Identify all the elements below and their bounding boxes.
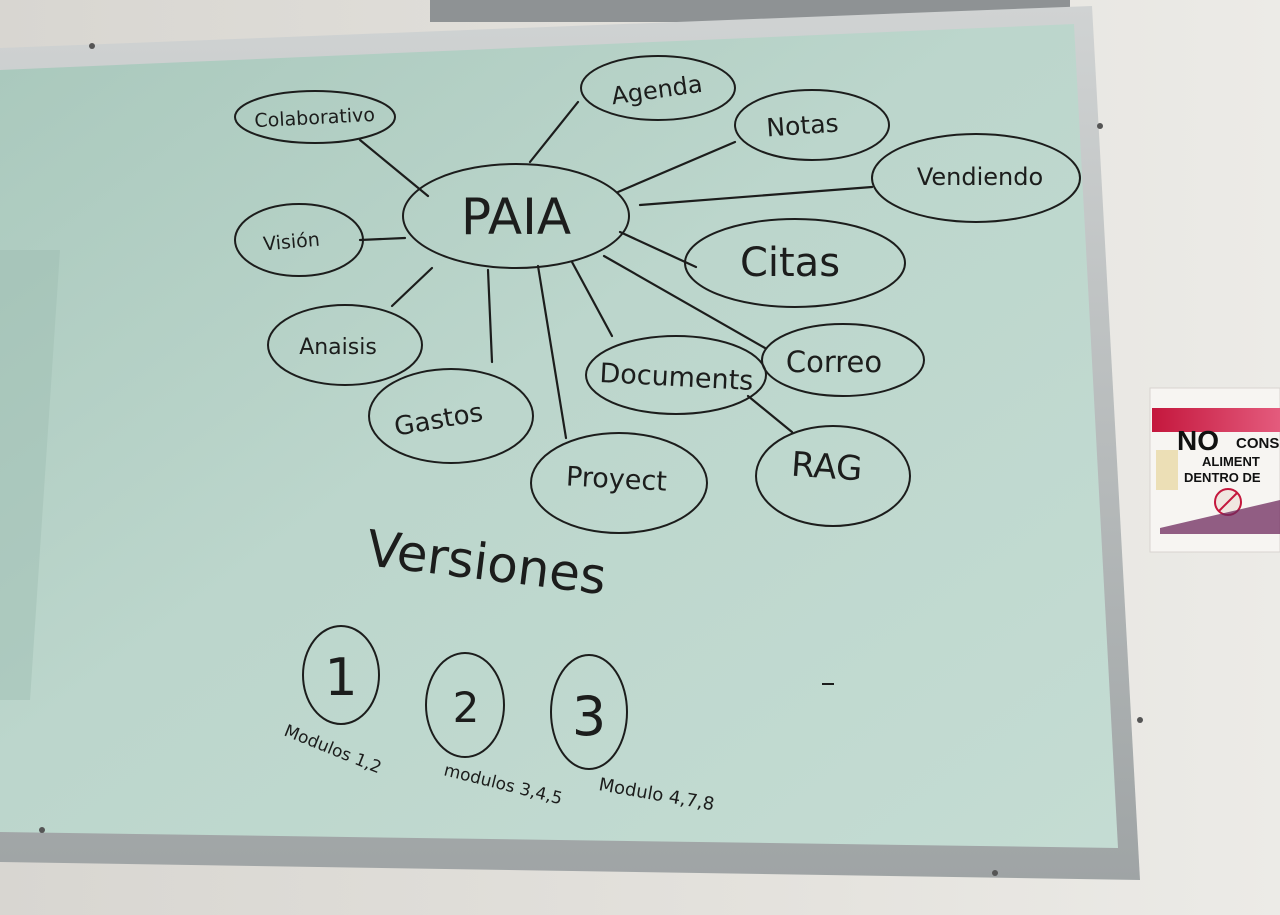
sign-red-band — [1152, 408, 1280, 432]
whiteboard-surface — [0, 24, 1118, 848]
node-label-correo: Correo — [786, 345, 882, 379]
node-label-vision: Visión — [262, 229, 320, 256]
node-label-proyect: Proyect — [565, 461, 667, 497]
node-label-rag: RAG — [790, 445, 864, 490]
screw — [992, 870, 998, 876]
no-food-icon-slash — [1218, 492, 1238, 512]
version-3-number: 3 — [572, 685, 606, 748]
no-food-sign: NO CONS ALIMENT DENTRO DE — [1149, 387, 1280, 553]
mindmap-connectors — [358, 100, 874, 440]
mindmap-bubbles — [234, 55, 1081, 534]
node-label-vendiendo: Vendiendo — [917, 163, 1043, 191]
screw — [1137, 717, 1143, 723]
center-node-label: PAIA — [461, 188, 571, 246]
screw — [1097, 123, 1103, 129]
version-circles — [302, 625, 628, 770]
sign-purple-band — [1160, 500, 1280, 534]
node-label-citas: Citas — [740, 240, 840, 286]
reflection — [0, 250, 60, 700]
version-2-number: 2 — [453, 683, 480, 732]
sign-no-text: NO — [1177, 425, 1219, 456]
sign-line3: DENTRO DE — [1184, 470, 1261, 485]
node-label-analisis: Anaisis — [299, 335, 377, 360]
version-1-number: 1 — [324, 648, 357, 708]
sign-line2: ALIMENT — [1202, 454, 1260, 469]
screw — [89, 43, 95, 49]
node-label-notas: Notas — [765, 109, 839, 143]
sign-cons-text: CONS — [1236, 435, 1279, 452]
tape — [1156, 450, 1178, 490]
screw — [39, 827, 45, 833]
